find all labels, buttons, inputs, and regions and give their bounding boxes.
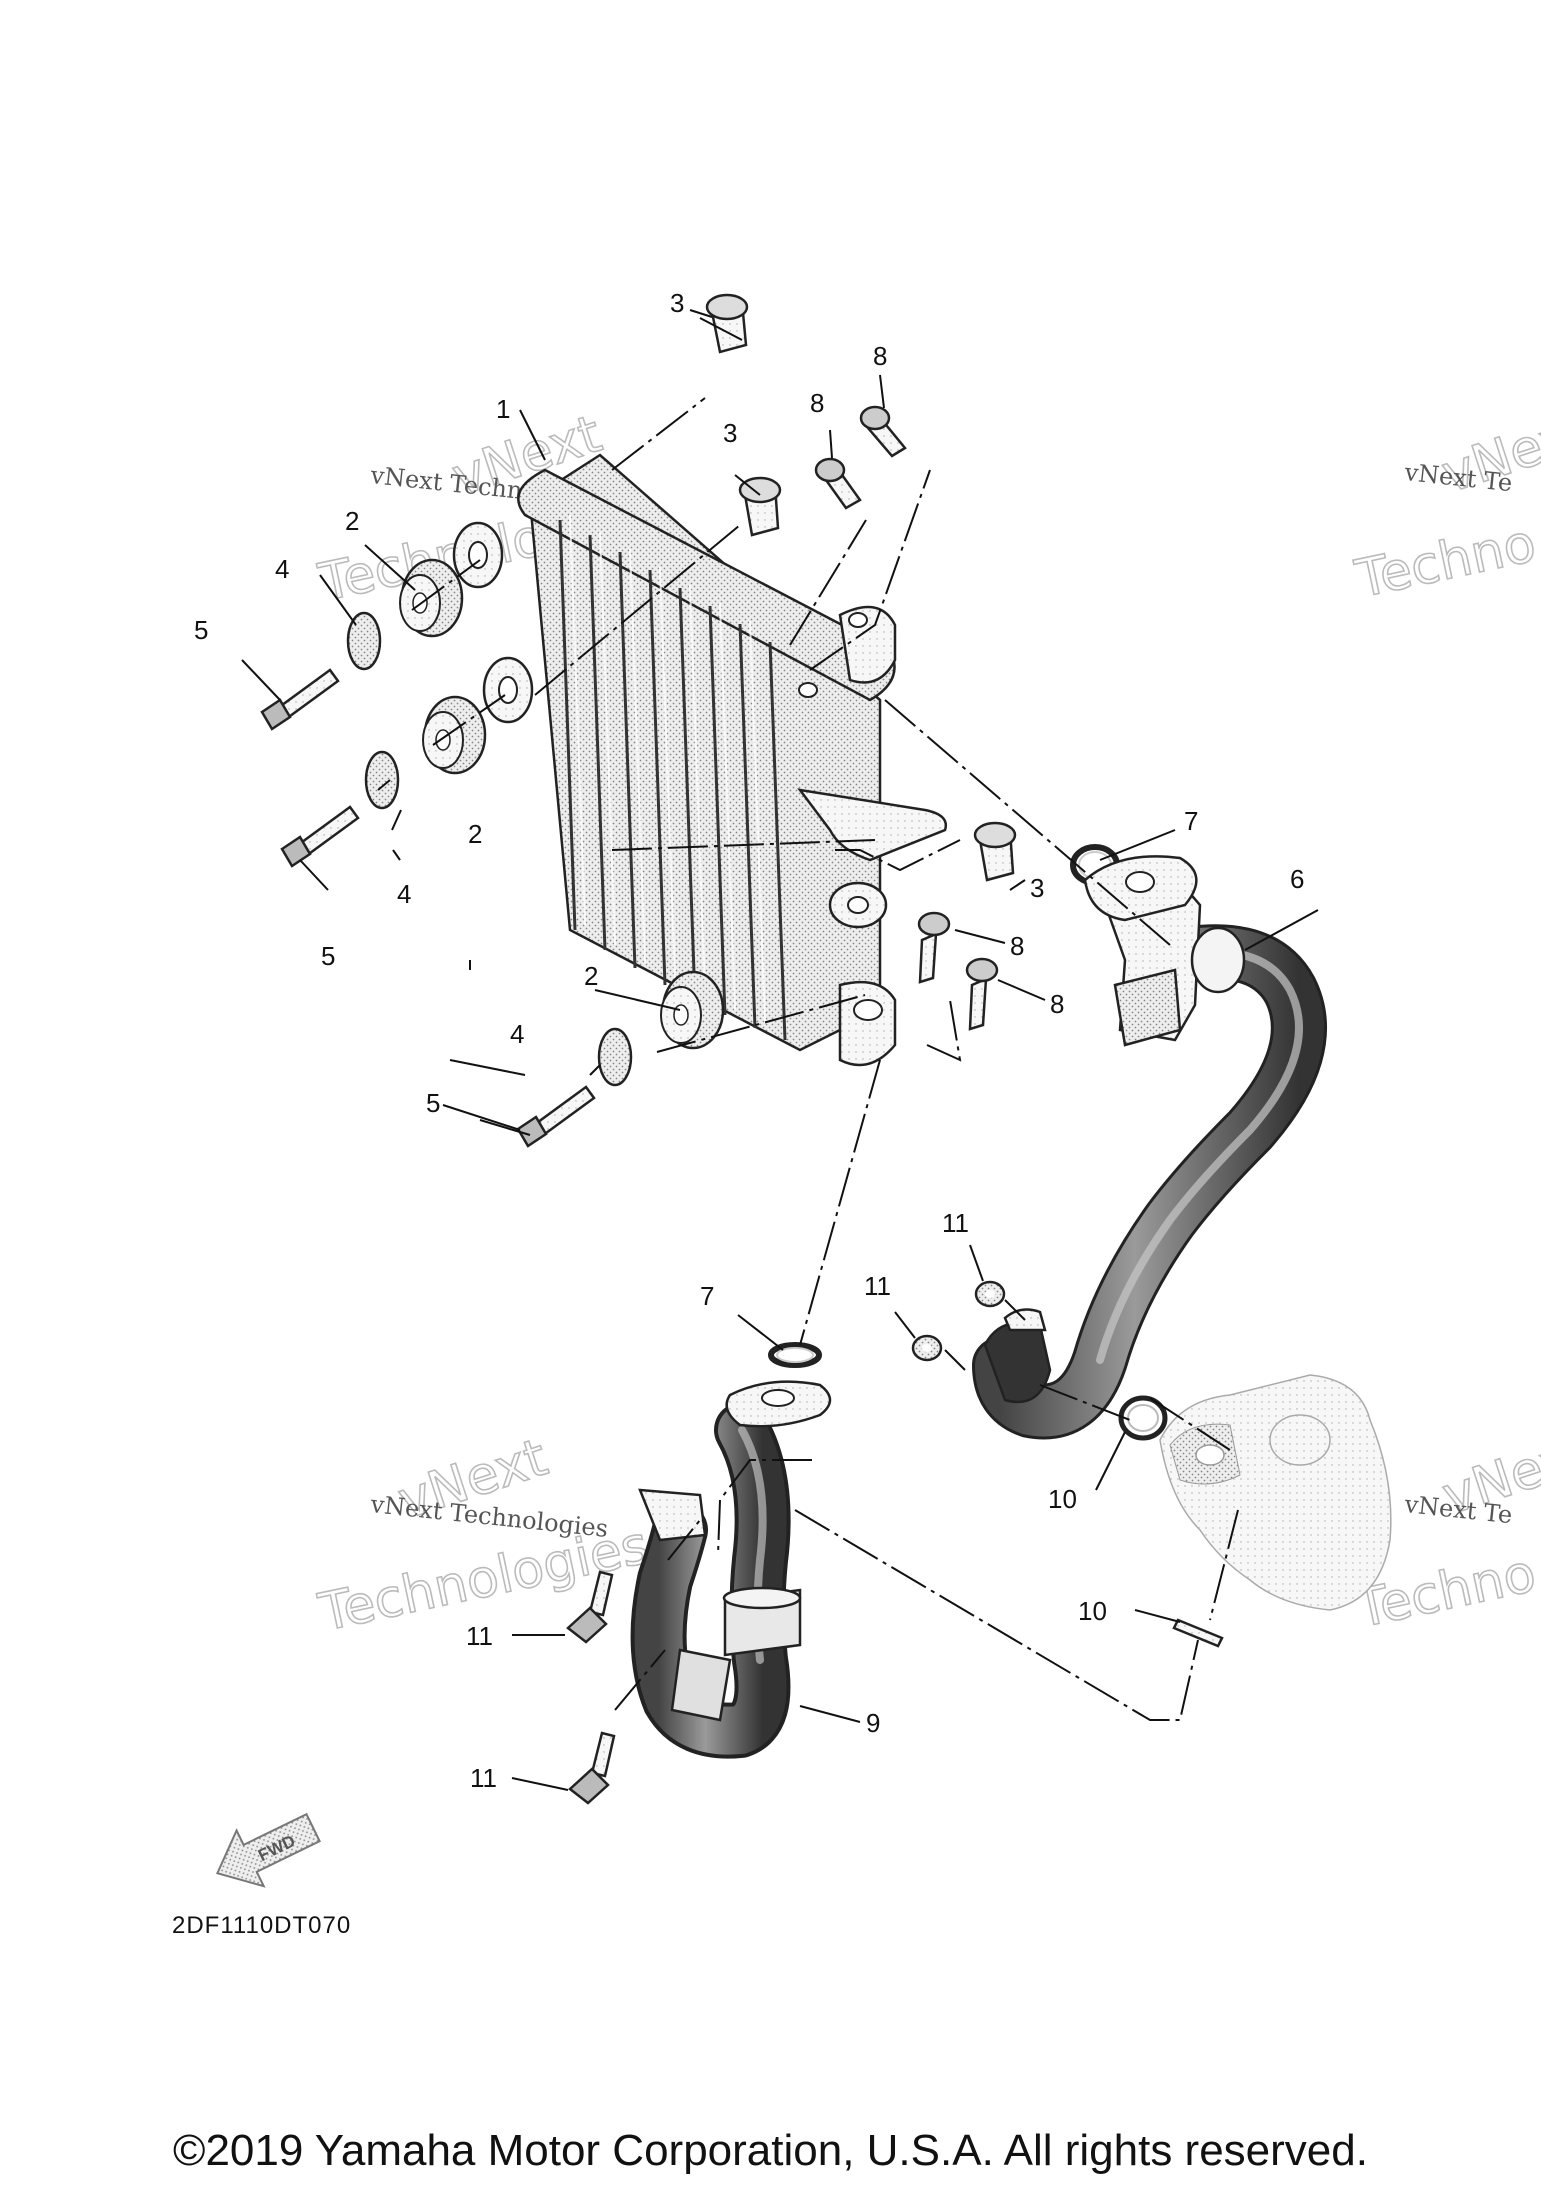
o-ring-lower <box>768 1342 822 1368</box>
callout-8: 8 <box>1050 989 1064 1019</box>
bolt-lower <box>516 1085 596 1148</box>
bolt-8-fourth <box>965 957 999 1031</box>
bolt-8-third <box>917 911 951 984</box>
callout-1: 1 <box>496 394 510 424</box>
callout-7: 7 <box>1184 806 1198 836</box>
bolt-11-lower-b <box>568 1731 616 1805</box>
callout-3: 3 <box>670 288 684 318</box>
callout-3: 3 <box>1030 873 1044 903</box>
callout-5: 5 <box>426 1088 440 1118</box>
grommet-middle <box>422 695 487 775</box>
gasket-ring <box>1118 1395 1168 1441</box>
callout-4: 4 <box>275 554 289 584</box>
callout-11: 11 <box>466 1621 493 1651</box>
oil-hose-lower <box>630 1380 832 1759</box>
callouts: 1 2 2 2 3 3 3 4 4 4 5 5 5 6 7 7 8 8 8 8 … <box>194 288 1304 1793</box>
diagram-code: 2DF1110DT070 <box>172 1912 351 1939</box>
callout-9: 9 <box>866 1708 880 1738</box>
watermark-top-right: vNext vNext Te Techno <box>1349 400 1541 611</box>
callout-5: 5 <box>194 615 208 645</box>
callout-2: 2 <box>584 961 598 991</box>
bolt-8-second <box>814 457 862 510</box>
bolt-middle <box>280 805 360 868</box>
leader-lines <box>241 309 1319 1791</box>
callout-4: 4 <box>397 879 411 909</box>
callout-8: 8 <box>1010 931 1024 961</box>
washer-lower <box>597 1027 633 1087</box>
watermark-word-partial: Techno <box>1350 514 1541 611</box>
copyright-notice: ©2019 Yamaha Motor Corporation, U.S.A. A… <box>173 2126 1368 2175</box>
callout-2: 2 <box>345 506 359 536</box>
grommet-lower <box>660 970 725 1050</box>
callout-11: 11 <box>470 1763 497 1793</box>
oil-cooler <box>452 453 948 1067</box>
collar-lower <box>973 821 1017 882</box>
o-ring-lower-inner <box>776 1347 814 1363</box>
oil-hose-upper <box>972 855 1327 1440</box>
callout-8: 8 <box>810 388 824 418</box>
bolt-11-upper-a <box>974 1280 1006 1308</box>
washer-upper <box>346 611 382 671</box>
callout-11: 11 <box>942 1208 969 1238</box>
bolt-upper <box>260 668 340 731</box>
engine-housing <box>1159 1374 1392 1611</box>
bolt-8-top <box>859 405 907 458</box>
washer-middle <box>364 750 400 810</box>
assembly-lines <box>411 397 1239 1721</box>
callout-7: 7 <box>700 1281 714 1311</box>
callout-6: 6 <box>1290 864 1304 894</box>
callout-4: 4 <box>510 1019 524 1049</box>
callout-3: 3 <box>723 418 737 448</box>
bolt-11-lower-a <box>566 1570 614 1644</box>
callout-10: 10 <box>1078 1596 1107 1626</box>
fwd-arrow-icon: FWD <box>215 1812 321 1888</box>
callout-11: 11 <box>864 1271 891 1301</box>
dowel-pin <box>1172 1618 1224 1648</box>
collar-middle <box>738 476 782 537</box>
collar-upper <box>705 293 749 354</box>
callout-2: 2 <box>468 819 482 849</box>
callout-5: 5 <box>321 941 335 971</box>
callout-8: 8 <box>873 341 887 371</box>
gasket-ring-inner <box>1127 1404 1159 1432</box>
bolt-11-upper-b <box>911 1334 943 1362</box>
callout-10: 10 <box>1048 1484 1077 1514</box>
grommet-upper <box>399 558 464 638</box>
